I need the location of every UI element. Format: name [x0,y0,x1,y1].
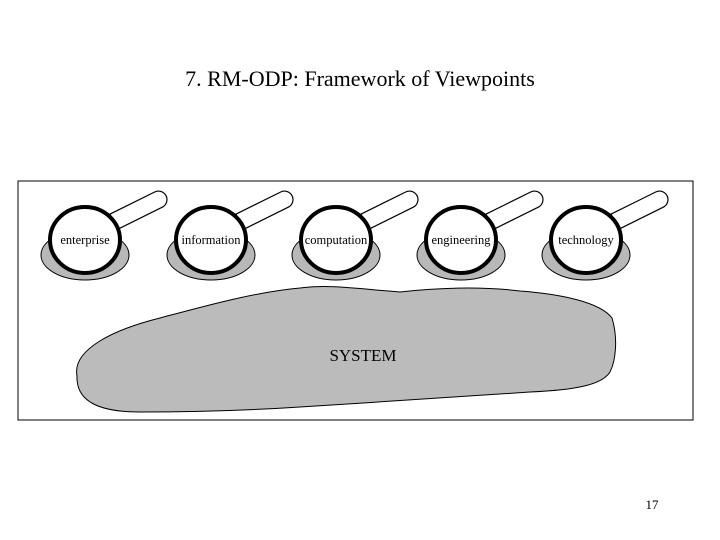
viewpoint-label: technology [558,233,614,247]
viewpoint-computation: computation [291,190,419,281]
lens-handle [610,190,669,231]
system-blob [76,286,617,413]
lens-rim [174,205,248,275]
diagram-frame [17,180,694,421]
viewpoint-label: computation [305,233,368,247]
viewpoint-information: information [166,190,294,281]
viewpoint-label: engineering [431,233,491,247]
lens-handle [485,190,544,231]
viewpoint-enterprise: enterprise [40,190,168,281]
lens-rim [299,205,373,275]
viewpoint-lenses: enterprise information computation engineer… [40,190,669,281]
viewpoint-technology: technology [541,190,669,281]
system-label: SYSTEM [329,346,396,365]
page-number: 17 [645,497,659,512]
lens-rim [48,205,122,275]
viewpoint-label: information [181,233,241,247]
lens-rim [549,205,623,275]
viewpoint-label: enterprise [60,233,110,247]
lens-handle [109,190,168,231]
lens-handle [235,190,294,231]
slide-title: 7. RM-ODP: Framework of Viewpoints [185,66,535,91]
viewpoint-engineering: engineering [416,190,544,281]
lens-handle [360,190,419,231]
lens-rim [424,205,498,275]
